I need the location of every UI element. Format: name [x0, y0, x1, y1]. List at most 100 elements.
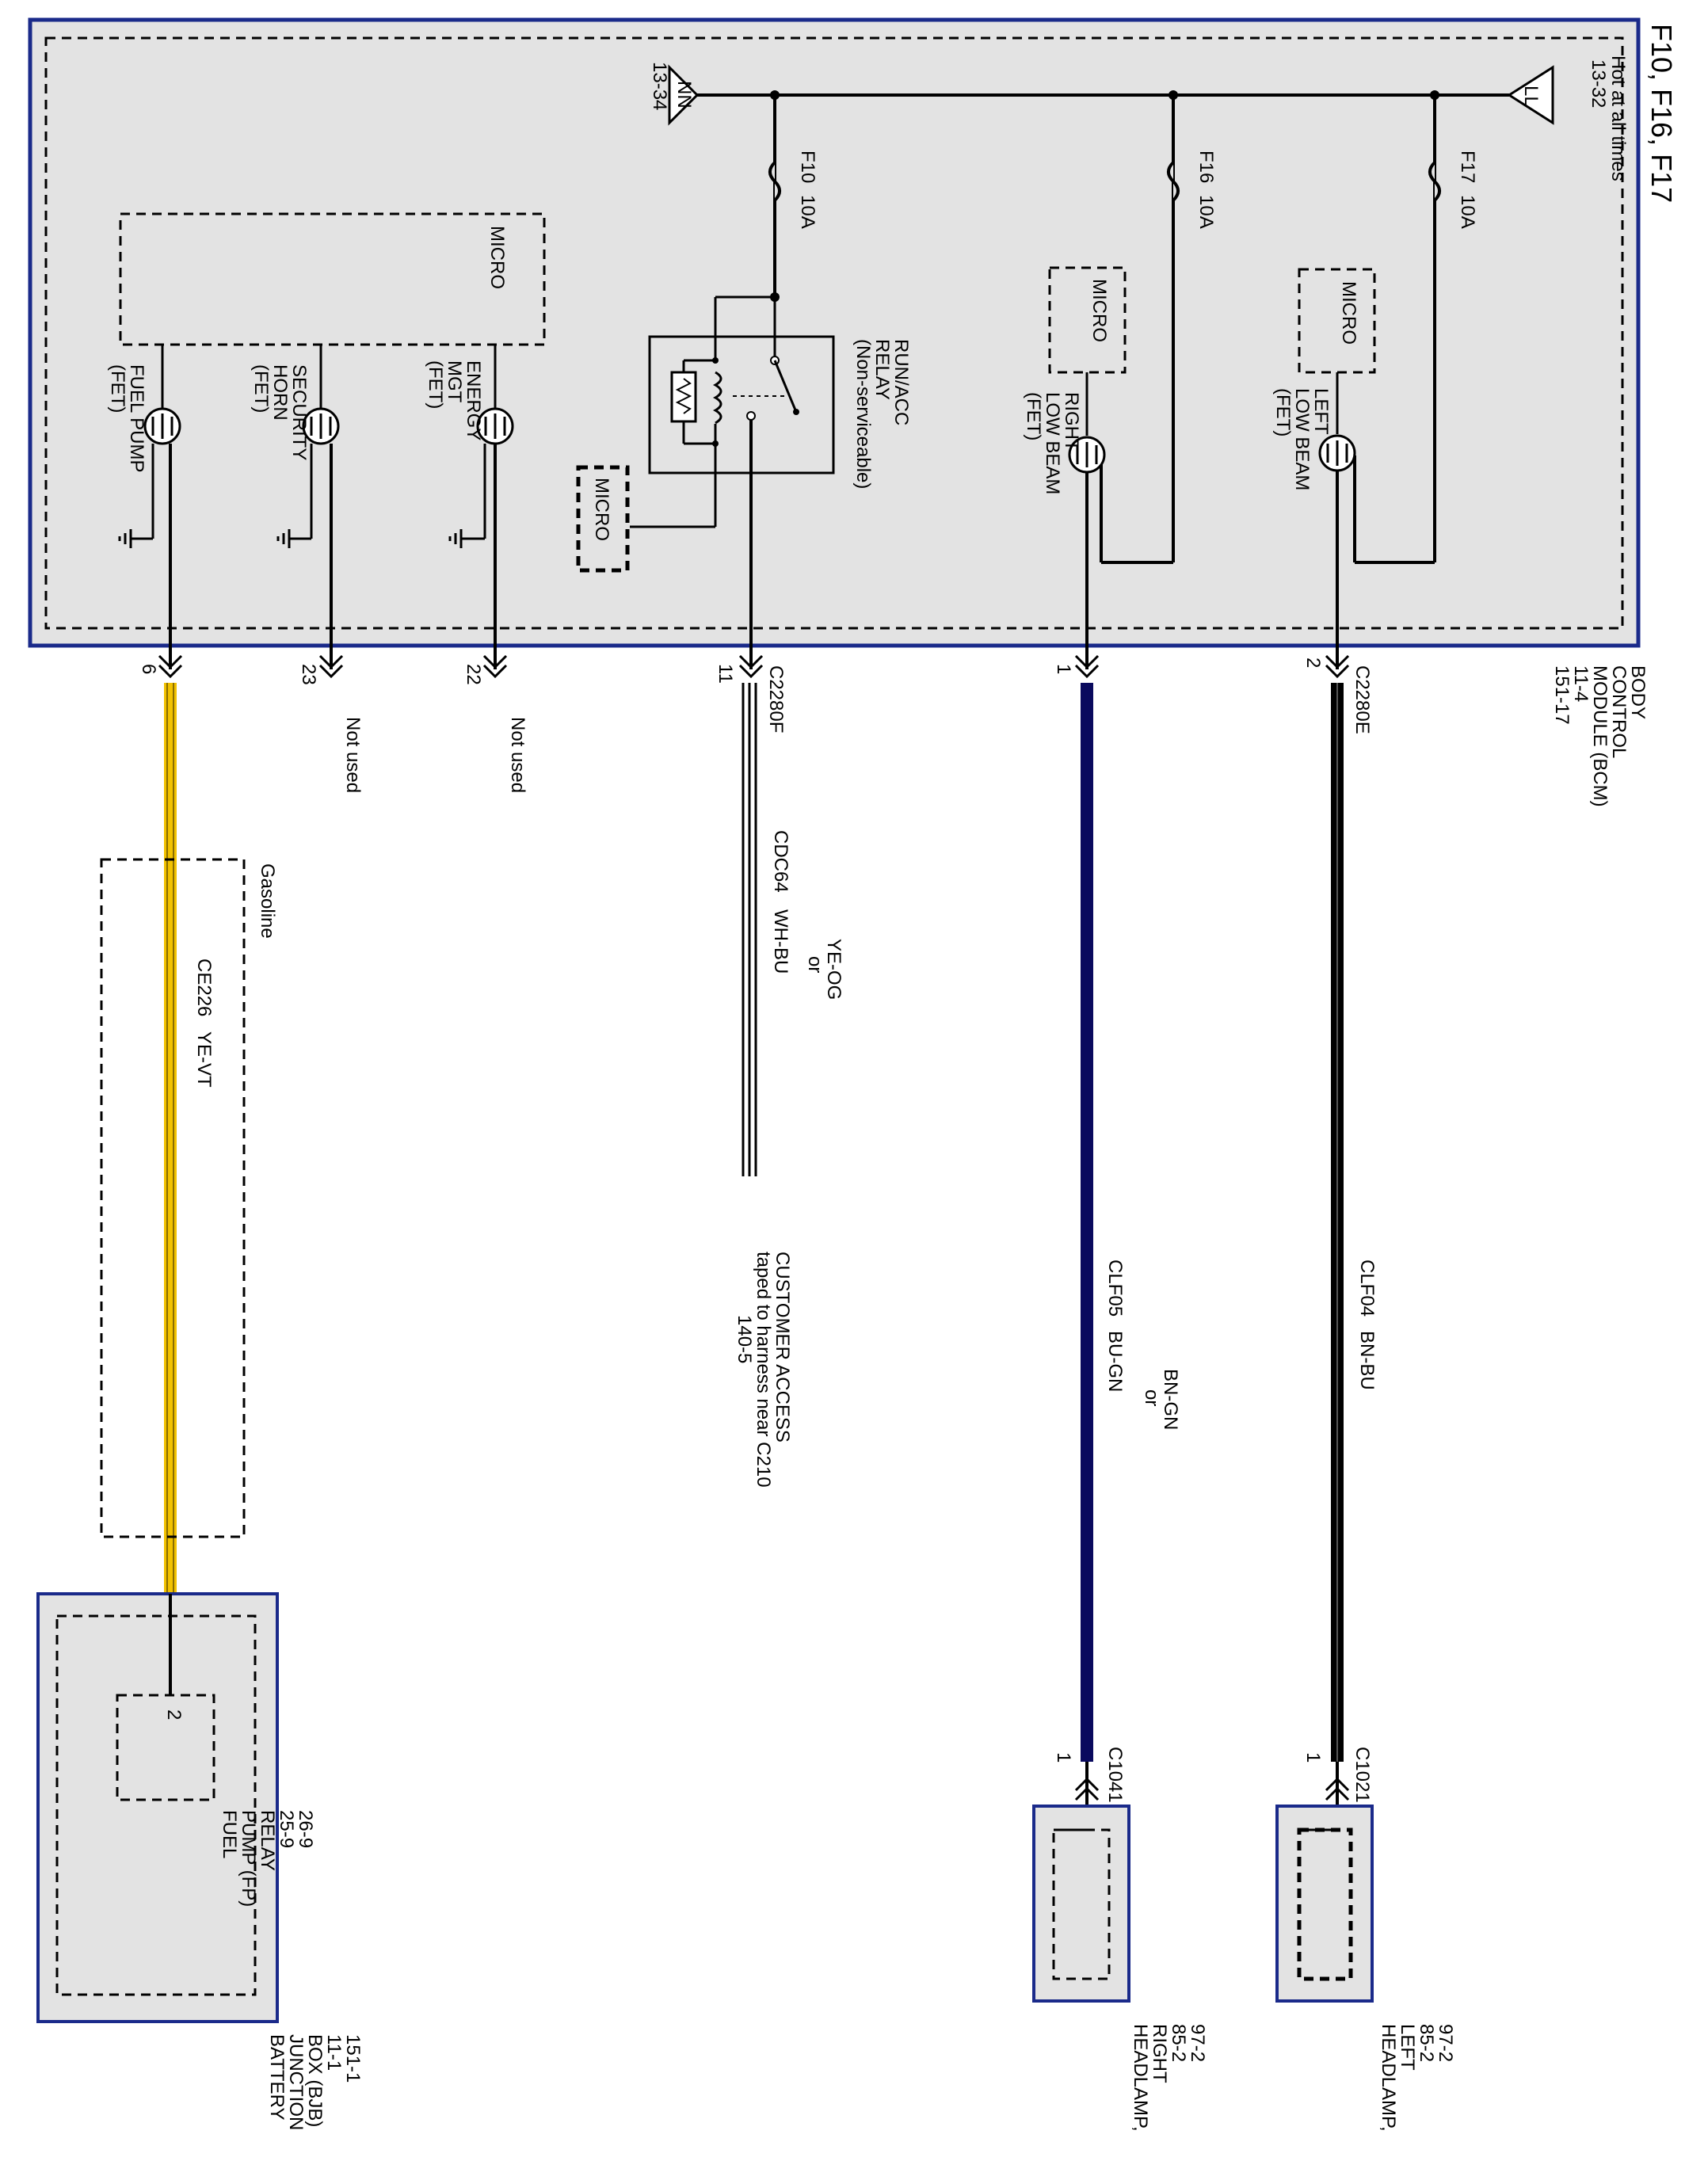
pin-arrow	[482, 654, 508, 679]
pin-horn: 23	[298, 664, 319, 685]
svg-text:BODY: BODY	[1627, 665, 1649, 719]
pin-arrow	[738, 654, 764, 679]
svg-text:FUEL: FUEL	[219, 1810, 240, 1858]
svg-text:85-2: 85-2	[1416, 2024, 1437, 2062]
pin-headlamp-left: 1	[1302, 1752, 1324, 1763]
svg-text:140-5: 140-5	[734, 1315, 755, 1363]
svg-text:LEFT: LEFT	[1397, 2024, 1418, 2071]
power-ref-left: 13-34	[649, 62, 670, 110]
svg-text:CLF05: CLF05	[1104, 1260, 1126, 1317]
svg-text:(Non-serviceable): (Non-serviceable)	[852, 339, 874, 489]
svg-text:YE-OG: YE-OG	[823, 939, 844, 1000]
headlamp-right-inner	[1052, 1828, 1111, 1980]
pin-left-low: 2	[1302, 657, 1324, 668]
svg-text:85-2: 85-2	[1168, 2024, 1189, 2062]
svg-text:(FET): (FET)	[1272, 388, 1294, 436]
pin-arrow	[1074, 654, 1100, 679]
svg-text:11-1: 11-1	[323, 2034, 345, 2071]
svg-text:ENERGY: ENERGY	[463, 360, 484, 440]
svg-text:PUMP (FP): PUMP (FP)	[238, 1810, 259, 1907]
connector-c1021: C1021	[1352, 1747, 1373, 1803]
svg-text:FUEL PUMP: FUEL PUMP	[126, 364, 147, 472]
pin-energy: 22	[463, 664, 484, 685]
svg-text:(FET): (FET)	[425, 360, 446, 409]
bcm-inner-boundary	[44, 36, 1624, 630]
svg-text:97-2: 97-2	[1435, 2024, 1456, 2062]
svg-text:WH-BU: WH-BU	[770, 909, 791, 974]
bcm-module-box	[28, 17, 1641, 648]
bjb-box	[36, 1592, 279, 2023]
power-ref-right: 13-32	[1588, 59, 1609, 108]
headlamp-left-inner	[1297, 1827, 1353, 1981]
fuse-f10-label: F10 10A	[797, 151, 818, 229]
fet-energy-mgt-label: ENERGY MGT (FET)	[425, 360, 484, 440]
pin-relay-out: 11	[715, 664, 736, 684]
fuse-f16	[1167, 161, 1180, 202]
headlamp-right-box	[1032, 1805, 1130, 2003]
svg-text:RIGHT: RIGHT	[1061, 392, 1082, 452]
wire-cdc64-label: CDC64 WH-BU	[770, 830, 791, 974]
connector-c2280f: C2280F	[765, 665, 787, 733]
svg-text:RUN/ACC: RUN/ACC	[890, 339, 912, 425]
svg-text:CUSTOMER ACCESS: CUSTOMER ACCESS	[772, 1252, 793, 1443]
svg-text:F17: F17	[1457, 151, 1478, 183]
svg-text:Hot at all times: Hot at all times	[1607, 55, 1629, 181]
svg-text:LEFT: LEFT	[1310, 388, 1332, 435]
wire-ce226-label: CE226 YE-VT	[193, 959, 215, 1088]
ground-icon	[276, 529, 311, 548]
wire-clf05-label: CLF05 BU-GN	[1104, 1260, 1126, 1392]
fet-right-low-label: RIGHT LOW BEAM (FET)	[1023, 392, 1082, 494]
svg-text:BN-BU: BN-BU	[1356, 1331, 1378, 1390]
svg-text:RELAY: RELAY	[871, 339, 893, 400]
pin-arrow	[318, 654, 344, 679]
svg-text:10A: 10A	[1195, 195, 1217, 229]
svg-text:CE226: CE226	[193, 959, 215, 1016]
customer-access-label: CUSTOMER ACCESS taped to harness near C2…	[734, 1252, 793, 1488]
run-acc-relay-label: RUN/ACC RELAY (Non-serviceable)	[852, 339, 912, 489]
micro-left-low-label: MICRO	[1338, 281, 1359, 345]
headlamp-left-box	[1275, 1805, 1374, 2003]
svg-text:26-9: 26-9	[295, 1810, 316, 1848]
svg-text:RIGHT: RIGHT	[1149, 2024, 1170, 2083]
fet-security-horn-label: SECURITY HORN (FET)	[250, 364, 310, 460]
not-used-horn: Not used	[342, 717, 364, 793]
svg-text:MODULE (BCM): MODULE (BCM)	[1589, 665, 1611, 807]
svg-text:HORN: HORN	[269, 364, 291, 421]
micro-main	[119, 212, 546, 346]
relay-resistor-icon	[670, 371, 697, 423]
headlamp-right-label: HEADLAMP, RIGHT 85-2 97-2	[1130, 2024, 1208, 2132]
svg-text:BATTERY: BATTERY	[266, 2034, 288, 2120]
svg-text:RELAY: RELAY	[257, 1810, 278, 1871]
svg-text:LOW BEAM: LOW BEAM	[1042, 392, 1063, 494]
pin-arrow	[158, 654, 183, 679]
svg-text:11-4: 11-4	[1570, 665, 1592, 702]
hot-at-all-times-label: Hot at all times	[1607, 55, 1629, 181]
fp-relay-label: FUEL PUMP (FP) RELAY 25-9 26-9	[219, 1810, 316, 1907]
svg-text:YE-VT: YE-VT	[193, 1031, 215, 1088]
micro-right-low-label: MICRO	[1088, 279, 1110, 342]
micro-left-low	[1298, 268, 1376, 374]
svg-text:MGT: MGT	[444, 360, 465, 403]
fuse-f17-label: F17 10A	[1457, 151, 1478, 229]
pin-arrow	[1074, 1777, 1100, 1801]
headlamp-left-label: HEADLAMP, LEFT 85-2 97-2	[1378, 2024, 1456, 2132]
micro-main-label: MICRO	[486, 226, 508, 289]
micro-right-low	[1048, 266, 1127, 374]
pin-fuel-pump: 6	[138, 664, 159, 674]
micro-relay	[576, 465, 630, 573]
diagram-title: F10, F16, F17	[1645, 24, 1678, 203]
ground-icon	[118, 529, 153, 548]
bjb-inner	[55, 1614, 257, 1996]
wire-cdc64-alt-label: YE-OG or	[804, 939, 844, 1000]
connector-c2280e: C2280E	[1352, 665, 1373, 734]
gasoline-label: Gasoline	[257, 863, 278, 939]
svg-text:151-17: 151-17	[1551, 665, 1573, 725]
pin-arrow	[1325, 1777, 1350, 1801]
svg-text:(FET): (FET)	[107, 364, 128, 413]
svg-text:10A: 10A	[1457, 195, 1478, 229]
svg-text:F16: F16	[1195, 151, 1217, 183]
svg-text:BN-GN: BN-GN	[1160, 1369, 1181, 1430]
pin-headlamp-right: 1	[1053, 1752, 1074, 1763]
wire-clf04-label: CLF04 BN-BU	[1356, 1260, 1378, 1390]
